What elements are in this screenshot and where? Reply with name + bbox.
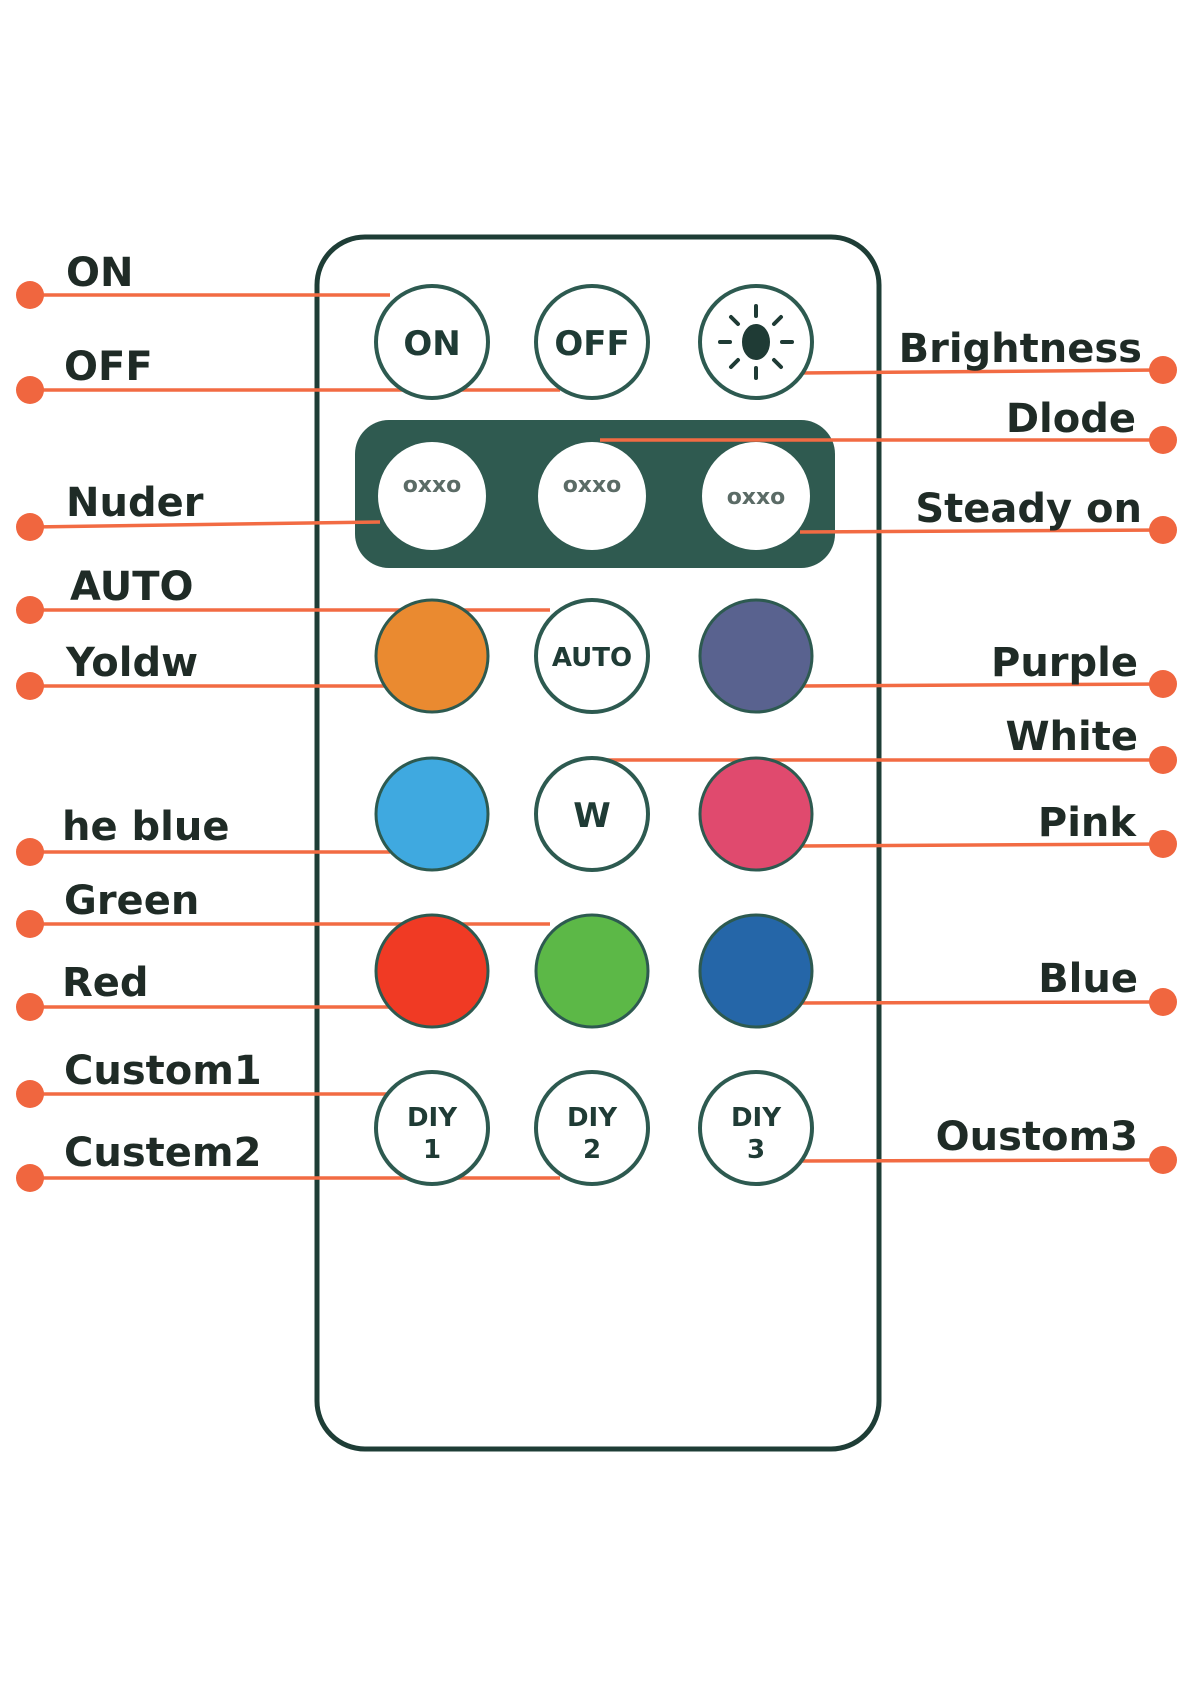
dot-blue <box>1149 988 1177 1016</box>
label-white: White <box>1005 714 1138 760</box>
dot-custom1 <box>16 1080 44 1108</box>
label-off: OFF <box>64 344 153 390</box>
label-mode-left: Nuder <box>66 480 204 526</box>
dot-steady-on <box>1149 516 1177 544</box>
diy2-button-label: DIY <box>567 1103 618 1133</box>
dot-off <box>16 376 44 404</box>
leader-brightness <box>799 368 1164 375</box>
brightness-button[interactable] <box>698 284 814 400</box>
label-lake-blue: he blue <box>62 804 229 850</box>
sun-icon <box>718 304 794 380</box>
dot-brightness <box>1149 356 1177 384</box>
diy3-button-number: 3 <box>747 1135 765 1165</box>
auto-button-label: AUTO <box>552 643 632 673</box>
diy1-button-label: DIY <box>407 1103 458 1133</box>
dot-custom2 <box>16 1164 44 1192</box>
orange-button[interactable] <box>374 598 490 714</box>
callout-dots <box>16 281 1177 1192</box>
diy3-button-label: DIY <box>731 1103 782 1133</box>
label-on: ON <box>66 250 133 296</box>
left-labels: ON OFF Nuder AUTO Yoldw he blue Green Re… <box>62 250 262 1176</box>
label-steady-on: Steady on <box>915 486 1142 532</box>
label-brightness: Brightness <box>899 326 1142 372</box>
diy3-button[interactable]: DIY 3 <box>698 1070 814 1186</box>
dot-auto <box>16 596 44 624</box>
dot-purple <box>1149 670 1177 698</box>
label-pink: Pink <box>1038 800 1138 846</box>
pink-button[interactable] <box>698 756 814 872</box>
mode-button-2[interactable]: oxxo <box>538 442 646 550</box>
label-auto: AUTO <box>70 564 194 610</box>
label-yellow: Yoldw <box>65 640 198 686</box>
light-blue-button[interactable] <box>374 756 490 872</box>
dot-mode-right <box>1149 426 1177 454</box>
mode-button-1-label: oxxo <box>403 473 462 498</box>
dot-red <box>16 993 44 1021</box>
leader-purple <box>799 682 1164 688</box>
white-button[interactable]: W <box>534 756 650 872</box>
on-button-label: ON <box>403 324 460 364</box>
leader-blue <box>799 1000 1164 1005</box>
dot-lake-blue <box>16 838 44 866</box>
dot-custom3 <box>1149 1146 1177 1174</box>
white-button-label: W <box>573 796 611 836</box>
auto-button[interactable]: AUTO <box>534 598 650 714</box>
dot-on <box>16 281 44 309</box>
label-mode-right: Dlode <box>1006 396 1136 442</box>
dot-green <box>16 910 44 938</box>
leader-pink <box>799 842 1164 848</box>
label-custom3: Oustom3 <box>936 1114 1138 1160</box>
diy2-button[interactable]: DIY 2 <box>534 1070 650 1186</box>
dot-pink <box>1149 830 1177 858</box>
leader-mode-left <box>31 520 381 529</box>
mode-button-3-label: oxxo <box>727 485 786 510</box>
off-button-label: OFF <box>554 324 629 364</box>
mode-button-3[interactable]: oxxo <box>702 442 810 550</box>
diy1-button[interactable]: DIY 1 <box>374 1070 490 1186</box>
leader-lines <box>31 293 1164 1180</box>
dot-white <box>1149 746 1177 774</box>
mode-button-1[interactable]: oxxo <box>378 442 486 550</box>
label-blue: Blue <box>1038 956 1138 1002</box>
label-custom2: Custem2 <box>64 1130 261 1176</box>
leader-steady-on <box>799 528 1164 534</box>
label-green: Green <box>64 878 199 924</box>
leader-custom3 <box>799 1158 1164 1163</box>
red-button[interactable] <box>374 913 490 1029</box>
purple-button[interactable] <box>698 598 814 714</box>
diy2-button-number: 2 <box>583 1135 601 1165</box>
dot-mode-left <box>16 513 44 541</box>
dot-yellow <box>16 672 44 700</box>
right-labels: Brightness Dlode Steady on Purple White … <box>899 326 1142 1160</box>
diy1-button-number: 1 <box>423 1135 441 1165</box>
on-button[interactable]: ON <box>374 284 490 400</box>
label-red: Red <box>62 960 149 1006</box>
green-button[interactable] <box>534 913 650 1029</box>
mode-button-2-label: oxxo <box>563 473 622 498</box>
off-button[interactable]: OFF <box>534 284 650 400</box>
label-custom1: Custom1 <box>64 1048 262 1094</box>
blue-button[interactable] <box>698 913 814 1029</box>
label-purple: Purple <box>991 640 1138 686</box>
